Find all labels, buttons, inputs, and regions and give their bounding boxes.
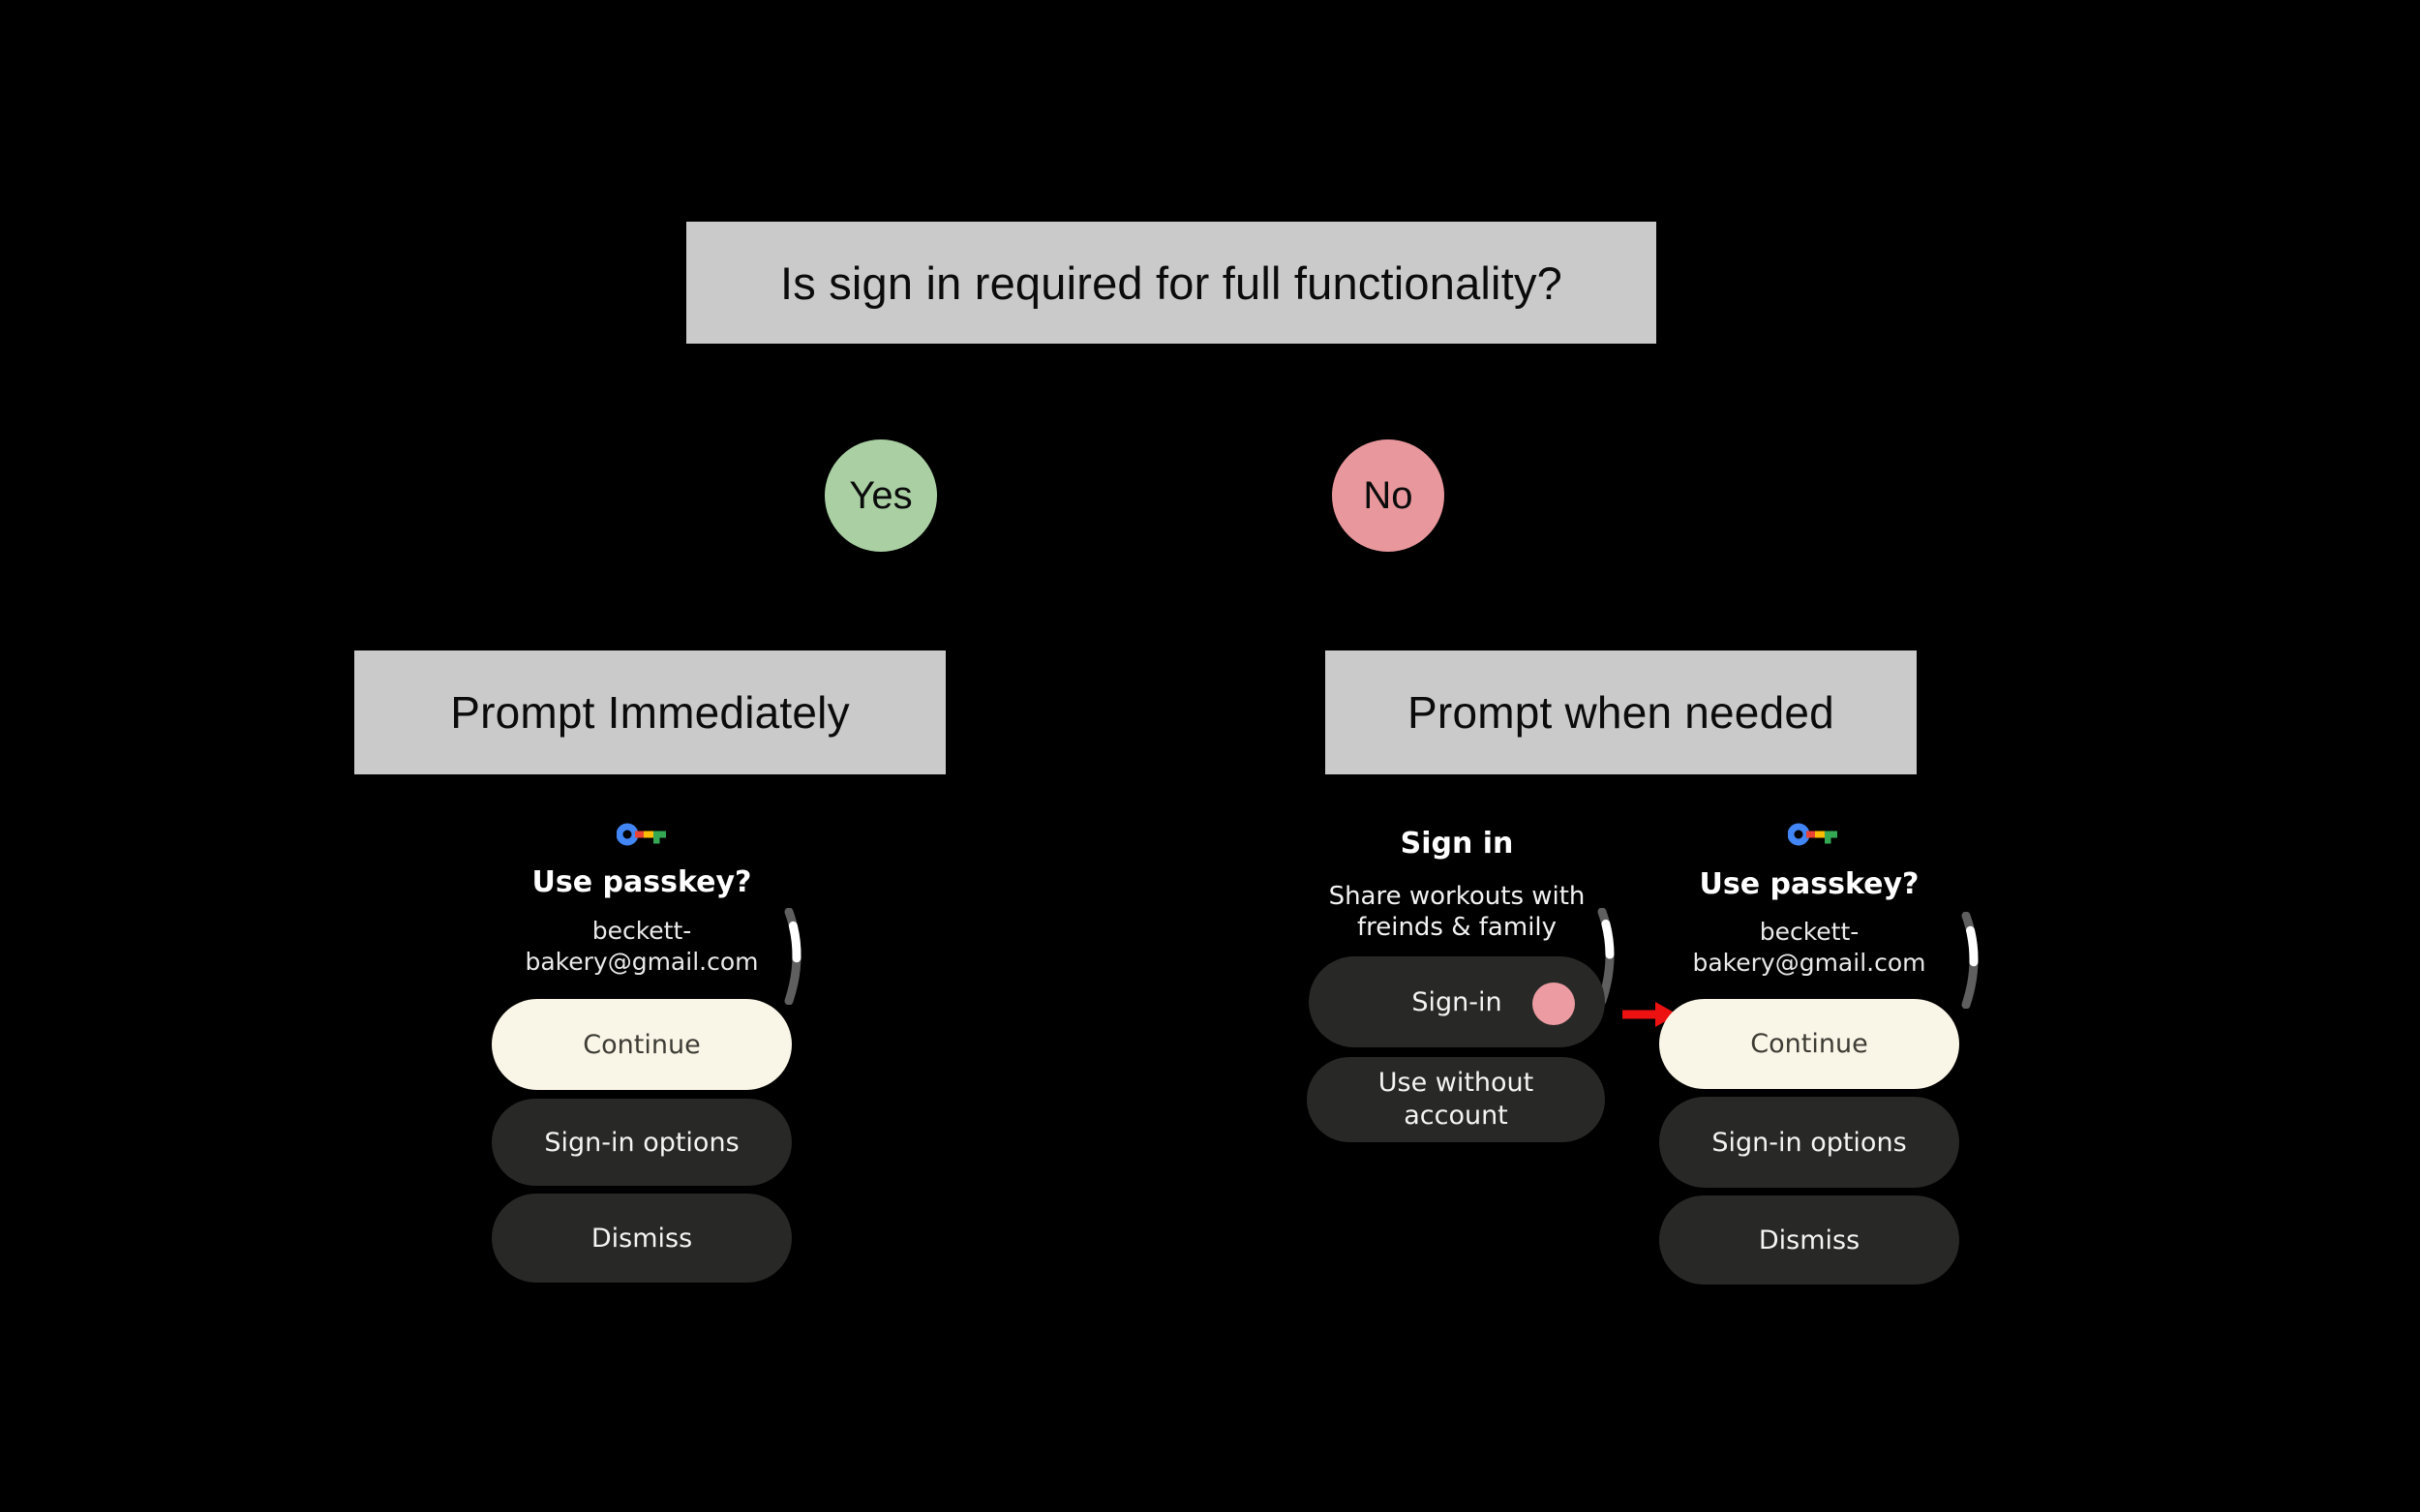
yes-node: Yes xyxy=(825,439,937,552)
use-without-account-button[interactable]: Use without account xyxy=(1307,1057,1605,1142)
account-email-line1: beckett- xyxy=(1759,918,1860,946)
use-without-line1: Use without xyxy=(1377,1068,1534,1098)
dismiss-button-label: Dismiss xyxy=(590,1223,693,1254)
continue-button-label: Continue xyxy=(1750,1029,1868,1059)
scroll-indicator[interactable] xyxy=(1593,908,1628,1005)
branch-box-prompt-immediately: Prompt Immediately xyxy=(354,650,946,774)
passkey-key-icon xyxy=(617,823,666,846)
tap-indicator xyxy=(1532,983,1575,1025)
dismiss-button-label: Dismiss xyxy=(1758,1225,1860,1255)
dismiss-button[interactable]: Dismiss xyxy=(492,1194,792,1283)
continue-button[interactable]: Continue xyxy=(1659,999,1959,1089)
signin-button-label: Sign-in xyxy=(1411,986,1502,1017)
signin-options-button[interactable]: Sign-in options xyxy=(492,1099,792,1186)
account-email-line2: bakery@gmail.com xyxy=(525,948,759,976)
branch-no-text: Prompt when needed xyxy=(1407,687,1834,738)
scroll-indicator[interactable] xyxy=(780,908,815,1005)
question-text: Is sign in required for full functionali… xyxy=(779,257,1562,309)
account-email-line1: beckett- xyxy=(591,917,692,945)
account-email: beckett- bakery@gmail.com xyxy=(1642,917,1977,979)
signin-body: Share workouts with freinds & family xyxy=(1297,881,1617,943)
yes-label: Yes xyxy=(849,473,913,517)
no-label: No xyxy=(1363,473,1413,517)
scroll-indicator[interactable] xyxy=(1957,912,1992,1009)
watch-screen-signin: Sign in Share workouts with freinds & fa… xyxy=(1297,813,1617,1302)
red-arrow-icon xyxy=(1622,1002,1678,1027)
watch-screen-passkey-right: Use passkey? beckett- bakery@gmail.com C… xyxy=(1642,813,1979,1302)
signin-button[interactable]: Sign-in xyxy=(1309,956,1605,1047)
branch-yes-text: Prompt Immediately xyxy=(450,687,850,738)
passkey-heading: Use passkey? xyxy=(531,865,752,899)
watch-screen-passkey-left: Use passkey? beckett- bakery@gmail.com C… xyxy=(474,813,809,1302)
signin-options-button-label: Sign-in options xyxy=(544,1127,740,1158)
continue-button-label: Continue xyxy=(583,1029,701,1060)
use-without-line2: account xyxy=(1404,1101,1508,1131)
signin-options-button-label: Sign-in options xyxy=(1711,1127,1907,1158)
signin-options-button[interactable]: Sign-in options xyxy=(1659,1097,1959,1188)
branch-box-prompt-when-needed: Prompt when needed xyxy=(1325,650,1917,774)
signin-body-line1: Share workouts with xyxy=(1328,882,1586,911)
account-email: beckett- bakery@gmail.com xyxy=(474,916,809,978)
signin-heading: Sign in xyxy=(1400,827,1514,861)
question-box: Is sign in required for full functionali… xyxy=(686,222,1656,344)
account-email-line2: bakery@gmail.com xyxy=(1692,949,1926,977)
passkey-heading: Use passkey? xyxy=(1699,867,1920,901)
passkey-key-icon xyxy=(1788,823,1837,846)
signin-body-line2: freinds & family xyxy=(1356,913,1558,942)
dismiss-button[interactable]: Dismiss xyxy=(1659,1195,1959,1285)
continue-button[interactable]: Continue xyxy=(492,999,792,1090)
no-node: No xyxy=(1332,439,1444,552)
